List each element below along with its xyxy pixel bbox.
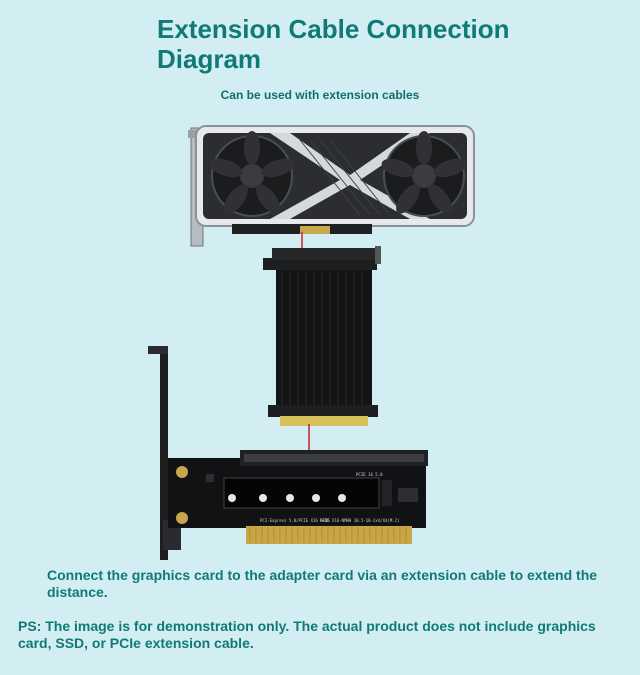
m2-slot-icon (223, 477, 392, 509)
page-title: Extension Cable Connection Diagram (157, 14, 510, 74)
page-subtitle: Can be used with extension cables (220, 88, 420, 102)
svg-text:PCI-Express 5.0/PCIE X16 GEN5: PCI-Express 5.0/PCIE X16 GEN5 (260, 518, 330, 523)
gpu-fan-right-icon (381, 131, 467, 217)
adapter-card: PCIE 16 5.0 PCI-Express 5.0/PCIE X16 GEN… (148, 346, 428, 560)
diagram-caption: Connect the graphics card to the adapter… (47, 567, 598, 600)
extension-cable (263, 246, 381, 426)
svg-text:PCIE 16 5.0: PCIE 16 5.0 (356, 472, 383, 477)
svg-text:PCIE X16-NMHH 10.5-10-2x4/X4(M: PCIE X16-NMHH 10.5-10-2x4/X4(M.2) (320, 518, 399, 523)
graphics-card (188, 125, 475, 247)
connection-diagram: PCIE 16 5.0 PCI-Express 5.0/PCIE X16 GEN… (148, 125, 475, 560)
gpu-fan-left-icon (209, 131, 295, 217)
disclaimer-note: PS: The image is for demonstration only.… (18, 618, 596, 651)
